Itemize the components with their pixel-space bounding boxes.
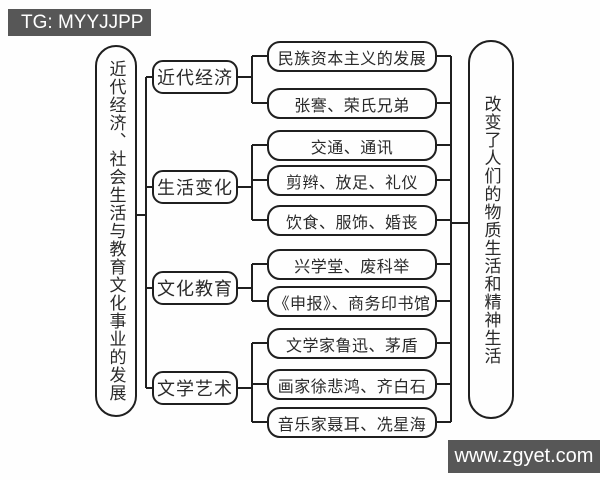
watermark-bottom: www.zgyet.com [448, 440, 600, 473]
group2-bracket-line [238, 144, 267, 221]
leaf-node-musicians: 音乐家聂耳、冼星海 [267, 407, 437, 438]
group3-bracket-line [238, 263, 267, 302]
group1-bracket-line [238, 55, 267, 104]
leaf-node-customs: 剪辫、放足、礼仪 [267, 165, 437, 196]
outcome-node: 改变了人们的物质生活和精神生活 [468, 40, 514, 419]
category-node-art: 文学艺术 [152, 371, 238, 405]
category-node-education: 文化教育 [152, 271, 238, 305]
leaf-node-shenbao: 《申报》、商务印书馆 [267, 286, 437, 317]
leaf-node-food-dress: 饮食、服饰、婚丧 [267, 205, 437, 236]
leaf-node-capitalism: 民族资本主义的发展 [267, 41, 437, 72]
watermark-top: TG: MYYJJPP [8, 9, 151, 36]
leaf-node-painters: 画家徐悲鸿、齐白石 [267, 369, 437, 400]
group4-bracket-line [238, 342, 267, 423]
category-node-life: 生活变化 [152, 170, 238, 204]
root-node: 近代经济、社会生活与教育文化事业的发展 [95, 45, 137, 417]
root-node-label: 近代经济、社会生活与教育文化事业的发展 [106, 60, 126, 402]
category-node-economy: 近代经济 [152, 60, 238, 94]
outcome-bracket-line [437, 55, 468, 423]
outcome-node-label: 改变了人们的物质生活和精神生活 [481, 94, 501, 365]
leaf-node-transport: 交通、通讯 [267, 130, 437, 161]
leaf-node-schools: 兴学堂、废科举 [267, 249, 437, 280]
leaf-node-zhangjian: 张謇、荣氏兄弟 [267, 88, 437, 119]
root-branch-line [135, 76, 152, 389]
leaf-node-writers: 文学家鲁迅、茅盾 [267, 328, 437, 359]
